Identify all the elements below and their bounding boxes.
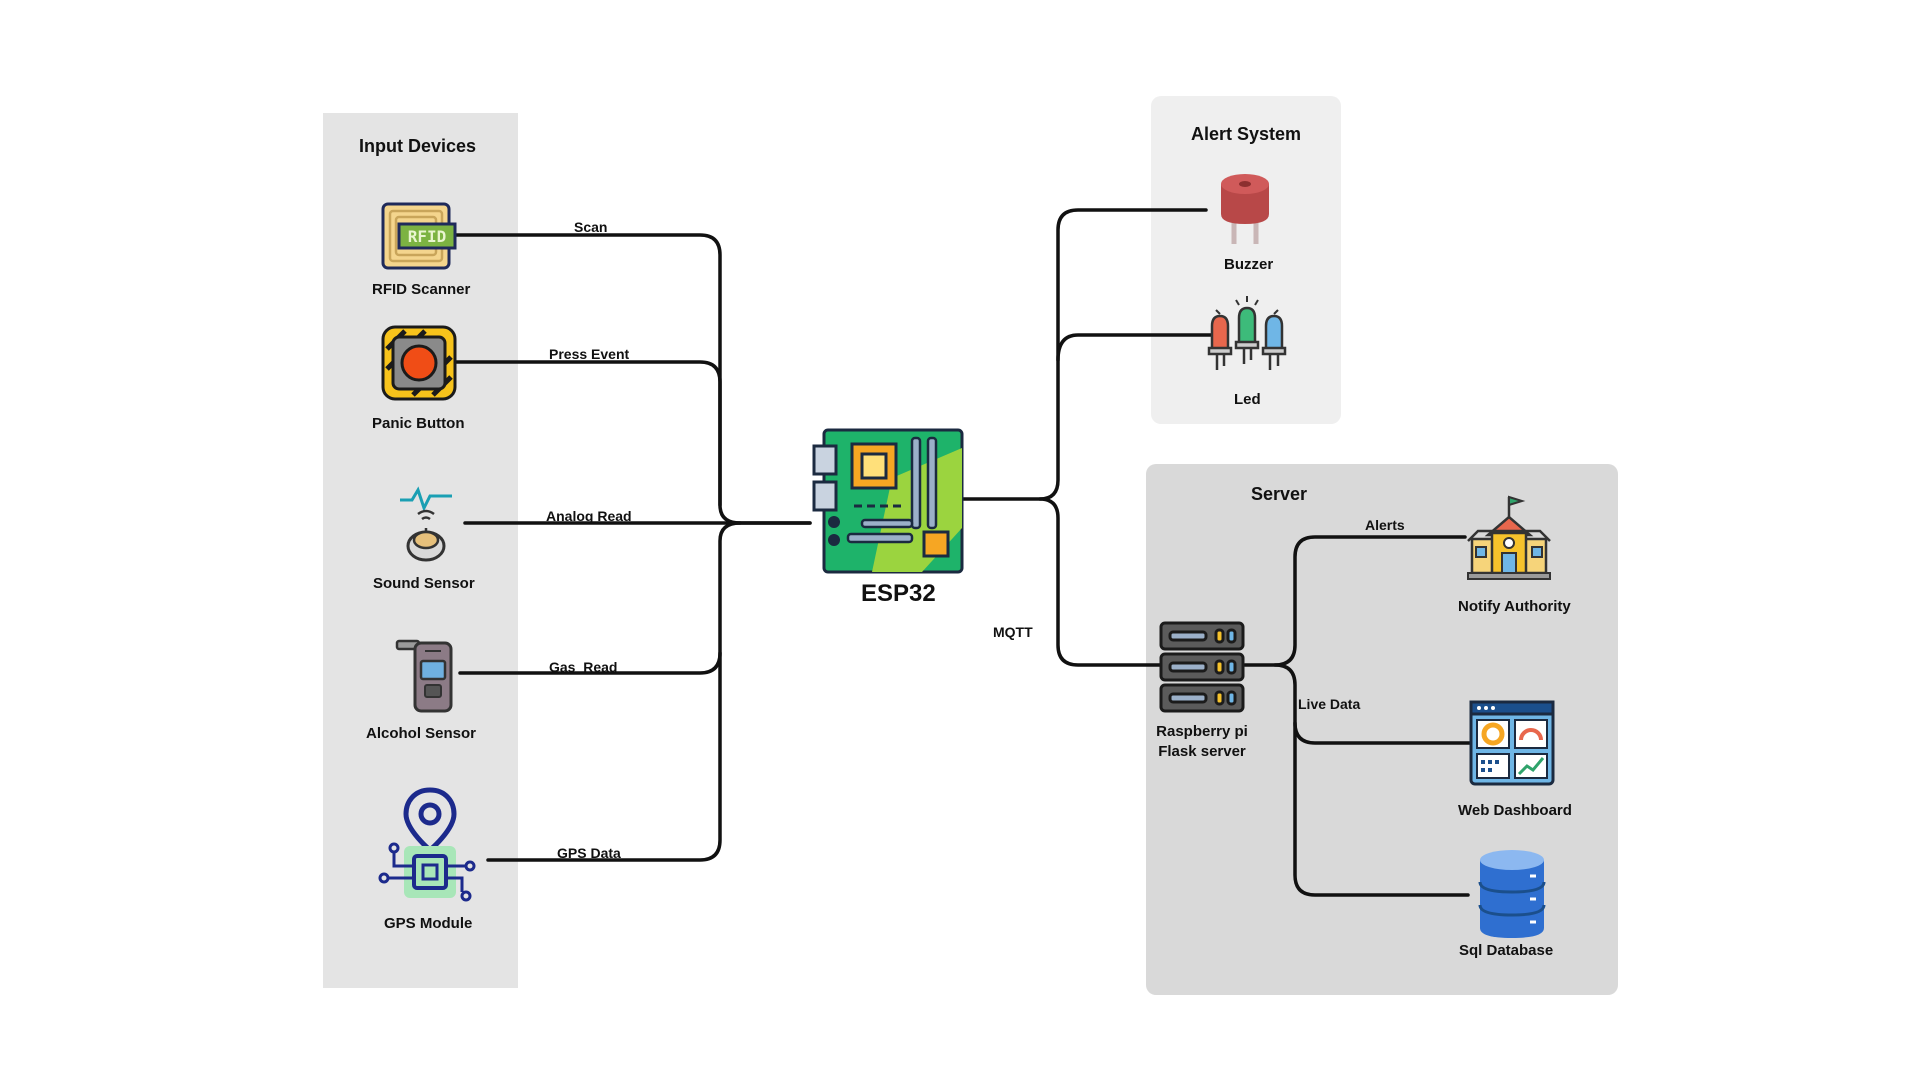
panic-button-label: Panic Button <box>372 415 465 432</box>
gps-data-line <box>486 651 722 862</box>
edge-label-mqtt: MQTT <box>993 624 1033 640</box>
alert-system-panel <box>1151 96 1341 424</box>
web-dashboard-label: Web Dashboard <box>1458 802 1572 819</box>
edge-label-scan: Scan <box>574 219 608 235</box>
sql-database-label: Sql Database <box>1459 942 1554 959</box>
edge-label-gas-read: Gas Read <box>549 659 618 675</box>
database-line <box>1293 721 1470 897</box>
edge-label-gps-data: GPS Data <box>557 845 621 861</box>
edge-label-alerts: Alerts <box>1365 517 1405 533</box>
led-icon <box>1207 296 1287 370</box>
esp32-board-icon <box>812 428 964 574</box>
led-line <box>1056 333 1213 362</box>
notify-authority-label: Notify Authority <box>1458 598 1571 615</box>
input-devices-title: Input Devices <box>359 136 477 156</box>
scan-line <box>453 233 812 525</box>
mqtt-line <box>1038 497 1162 667</box>
gas-read-line <box>458 521 742 675</box>
alcohol-sensor-icon <box>395 639 453 713</box>
gps-module-icon <box>378 787 476 902</box>
raspberry-pi-label: Raspberry pi <box>1156 723 1248 740</box>
led-label: Led <box>1234 391 1261 408</box>
buzzer-line <box>960 208 1208 501</box>
press-event-line <box>453 360 722 507</box>
dashboard-icon <box>1469 700 1555 786</box>
buzzer-label: Buzzer <box>1224 256 1274 273</box>
edge-label-press-event: Press Event <box>549 346 630 362</box>
database-icon <box>1478 850 1546 938</box>
sound-sensor-label: Sound Sensor <box>373 575 475 592</box>
alcohol-sensor-label: Alcohol Sensor <box>366 725 477 742</box>
edge-label-live-data: Live Data <box>1298 696 1361 712</box>
sound-sensor-icon <box>400 486 452 562</box>
server-title: Server <box>1251 484 1308 504</box>
alerts-line <box>1243 535 1467 667</box>
buzzer-icon <box>1221 174 1269 244</box>
panic-button-icon <box>381 325 457 401</box>
alert-system-title: Alert System <box>1191 124 1302 144</box>
rfid-icon: RFID <box>381 202 457 270</box>
gps-module-label: GPS Module <box>384 915 473 932</box>
server-rack-icon <box>1159 621 1245 713</box>
authority-building-icon <box>1467 495 1551 580</box>
svg-text:RFID: RFID <box>408 227 447 246</box>
esp32-label: ESP32 <box>861 580 936 607</box>
rfid-scanner-label: RFID Scanner <box>372 281 471 298</box>
edge-label-analog-read: Analog Read <box>546 508 632 524</box>
flask-server-label: Flask server <box>1158 743 1246 760</box>
